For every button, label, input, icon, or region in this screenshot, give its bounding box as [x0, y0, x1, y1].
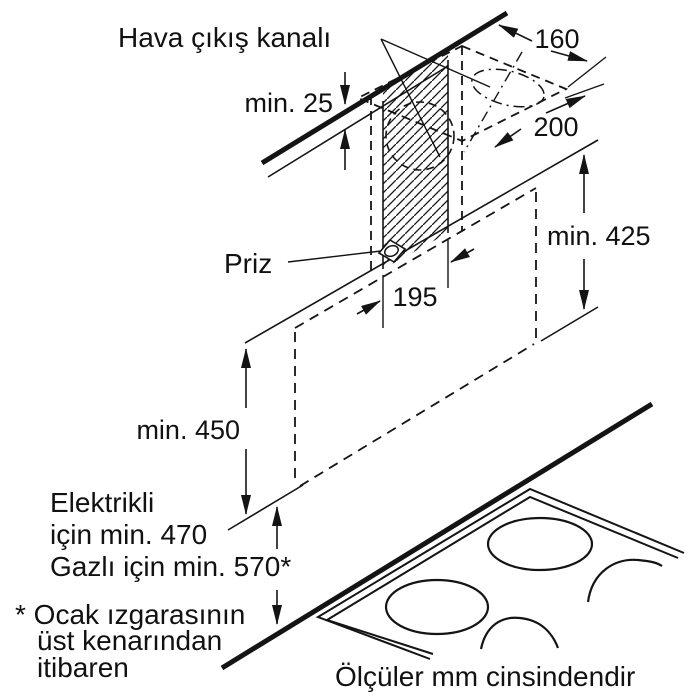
socket-symbol: [287, 238, 407, 264]
socket-label: Priz: [224, 248, 272, 279]
ceiling-duct-ellipse: [471, 68, 545, 108]
dim-160-label: 160: [534, 24, 579, 54]
chimney-width-dashed-lines: [370, 46, 463, 270]
electric-note-line1: Elektrikli: [50, 487, 154, 518]
burner-front-left: [384, 578, 490, 636]
burner-rear: [486, 516, 594, 572]
dim-200-label: 200: [533, 112, 578, 142]
footnote-line1: * Ocak ızgarasının: [15, 599, 245, 630]
dim-min25-label: min. 25: [244, 88, 333, 118]
footnote-line2: üst kenarından: [37, 625, 222, 656]
gas-note: Gazlı için min. 570*: [50, 551, 291, 582]
duct-axis-line: [463, 51, 523, 153]
dim-min425-label: min. 425: [547, 221, 651, 251]
electric-note-line2: için min. 470: [50, 519, 207, 550]
burner-front-partial: [479, 616, 560, 650]
dim-duct-top: [494, 24, 607, 148]
wall-duct-hatch-strip: [382, 51, 449, 269]
footnote-line3: itibaren: [37, 652, 129, 683]
cooktop: [220, 401, 685, 671]
burner-right-partial: [586, 558, 663, 603]
hood-outline: [227, 139, 599, 531]
dim-195-label: 195: [392, 282, 437, 312]
air-outlet-leader-lines: [380, 38, 491, 158]
socket-leader-line: [287, 250, 382, 263]
ceiling-duct-opening: [355, 45, 569, 153]
dim-duct-cutout-width: [356, 240, 475, 328]
air-outlet-label: Hava çıkış kanalı: [118, 22, 331, 53]
dim-min450-label: min. 450: [136, 415, 240, 445]
wall-duct-hole-circle: [385, 101, 455, 171]
counter-edge-line: [220, 401, 654, 671]
units-note: Ölçüler mm cinsindendir: [335, 661, 635, 692]
